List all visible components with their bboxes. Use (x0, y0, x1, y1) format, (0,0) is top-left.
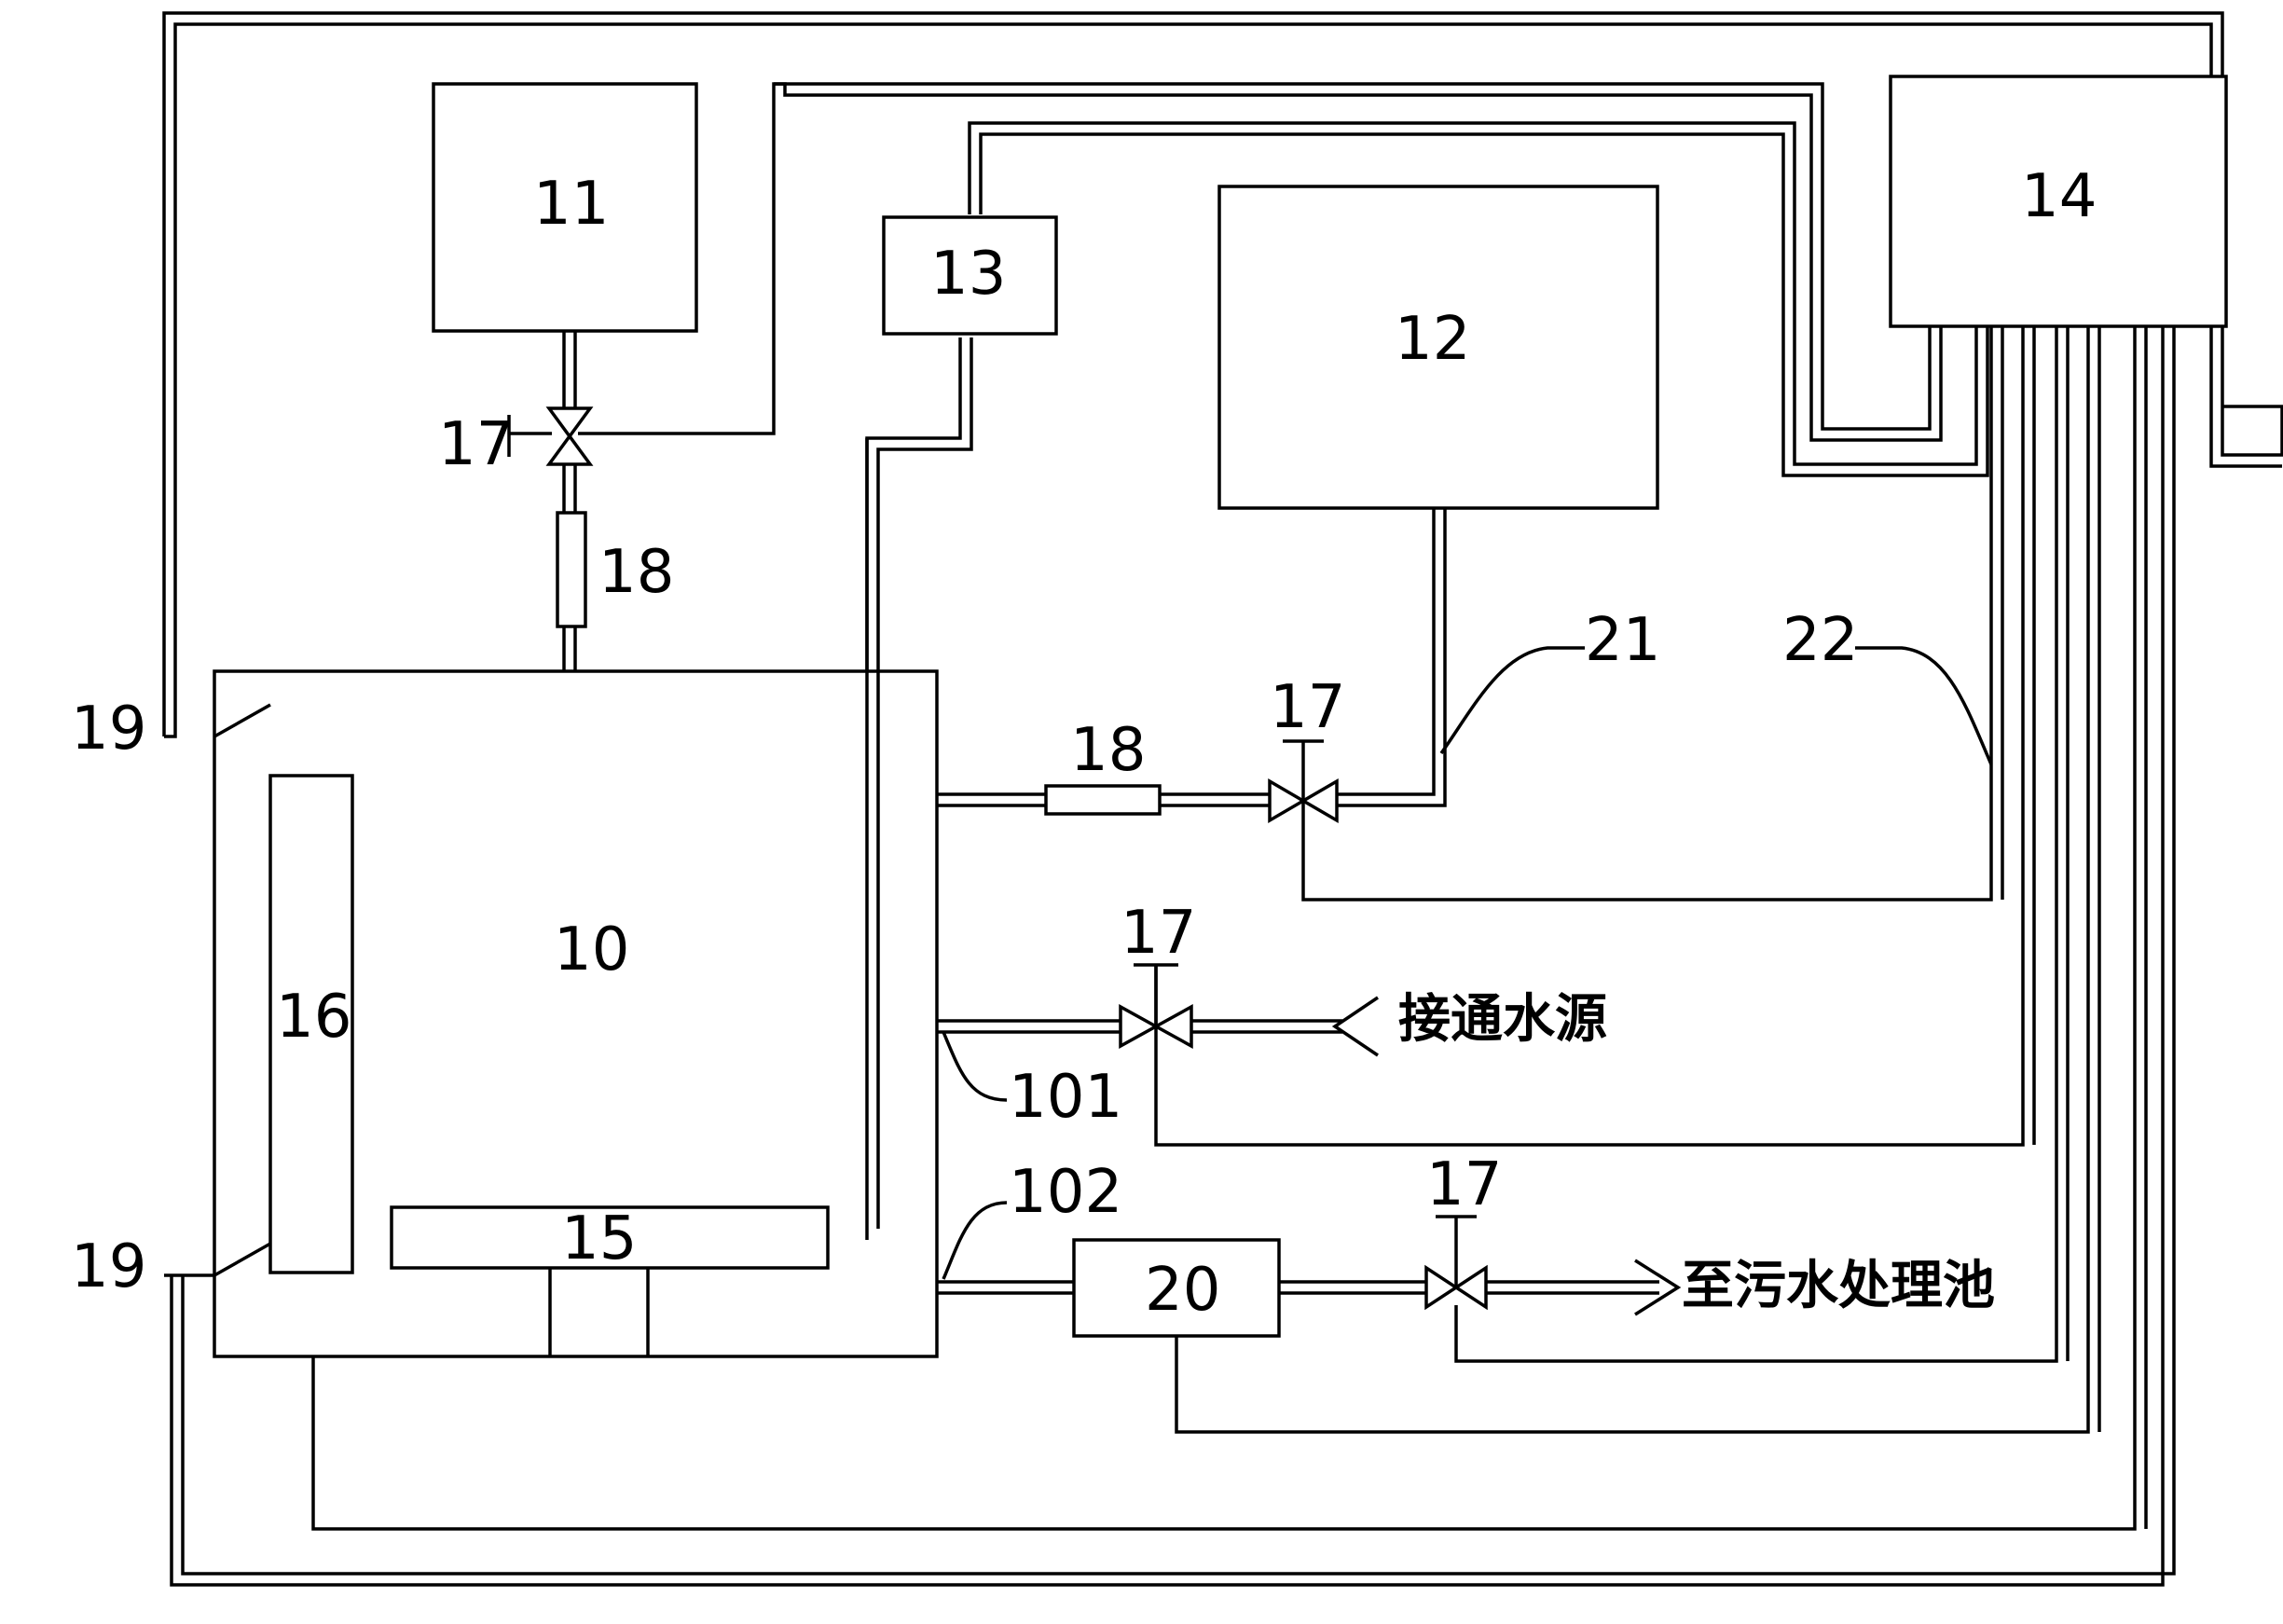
label-water-source: 接通水源 (1398, 989, 1607, 1050)
label-14: 14 (2021, 162, 2097, 231)
pipe-valve-to-12-b (1337, 508, 1447, 807)
leader-21 (1439, 646, 1585, 755)
label-22: 22 (1782, 606, 1858, 675)
switch-19b (213, 1242, 271, 1277)
label-13: 13 (930, 240, 1006, 309)
label-17c: 17 (1121, 899, 1196, 968)
pump-20 (1072, 1238, 1281, 1338)
pipe-valve-to-12 (1337, 508, 1436, 796)
label-102: 102 (1009, 1158, 1122, 1227)
label-20: 20 (1145, 1256, 1220, 1325)
filter-18b (1044, 784, 1162, 816)
label-18b: 18 (1070, 716, 1146, 785)
sewage-outlet-arrow (1634, 1259, 1682, 1316)
box-14 (1889, 75, 2228, 328)
heater-15 (390, 1205, 830, 1270)
wire-19a-to-14-inner (164, 22, 2282, 738)
wire-13-to-14 (968, 121, 1978, 466)
wire-19a-to-14 (162, 11, 2283, 736)
wire-valve11-to-14-inner (774, 82, 1943, 442)
label-16: 16 (276, 983, 351, 1052)
wire-13-to-14-inner (979, 132, 1989, 477)
wire-20-to-14 (1175, 326, 2090, 1434)
leader-101 (942, 1031, 1008, 1102)
label-15: 15 (561, 1204, 637, 1273)
filter-18a (556, 511, 587, 628)
wire-valve-water-to-14 (1154, 326, 2025, 1147)
wire-valve11-to-14 (578, 82, 1932, 435)
label-11: 11 (533, 170, 609, 239)
label-19a: 19 (71, 695, 146, 764)
label-sewage-tank: 至污水处理池 (1682, 1256, 1995, 1316)
label-12: 12 (1395, 305, 1470, 374)
label-17b: 17 (1270, 673, 1345, 742)
leader-102 (942, 1201, 1008, 1280)
box-12 (1217, 185, 1659, 510)
sensor-16 (268, 774, 354, 1274)
label-10: 10 (554, 915, 629, 984)
wire-16-to-14 (311, 326, 2137, 1531)
label-19b: 19 (71, 1232, 146, 1301)
label-101: 101 (1009, 1063, 1122, 1132)
label-17a: 17 (438, 410, 514, 479)
leader-22 (1855, 646, 1993, 765)
water-inlet-arrow (1331, 996, 1379, 1057)
valve-17a (545, 406, 594, 466)
box-11 (432, 82, 698, 333)
label-18a: 18 (598, 538, 674, 607)
box-13 (882, 215, 1058, 336)
wire-19b-to-14-b (181, 326, 2176, 1576)
label-17d: 17 (1426, 1150, 1502, 1219)
wire-valve12-to-14 (1301, 326, 1993, 901)
wire-19b-to-14 (170, 326, 2165, 1587)
wire-valve-sewage-to-14 (1454, 326, 2058, 1363)
switch-19a (213, 703, 271, 738)
label-21: 21 (1585, 606, 1660, 675)
